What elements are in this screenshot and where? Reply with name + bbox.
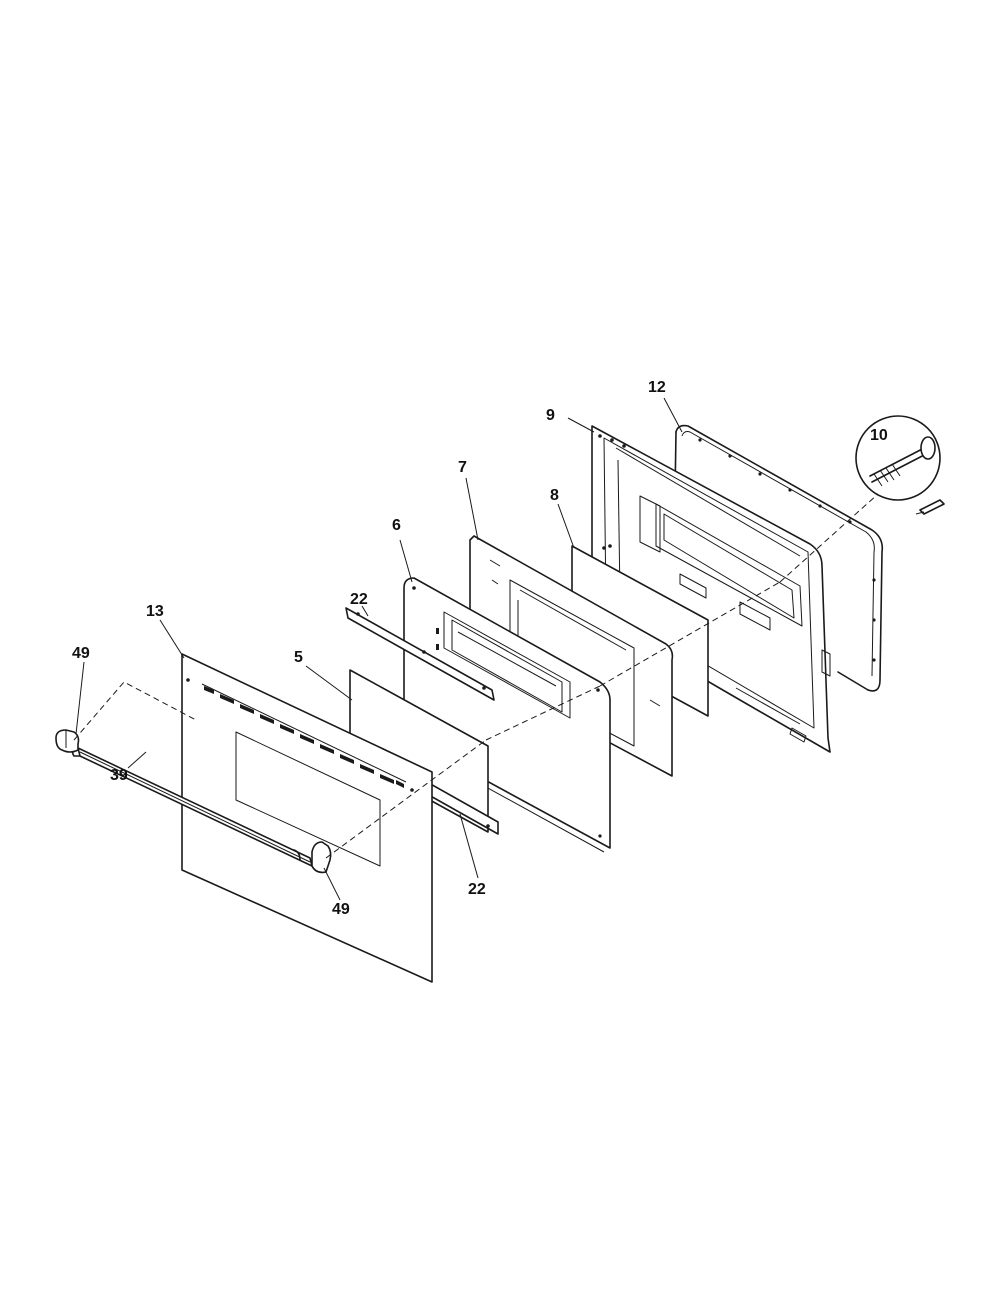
callout-10: 10 (870, 427, 888, 444)
callout-labels: 5 6 7 8 9 10 12 13 22 22 39 49 49 (72, 379, 888, 918)
part-5-door-glass (349, 669, 489, 833)
callout-7: 7 (458, 459, 467, 476)
callout-39: 39 (110, 767, 128, 784)
callout-8: 8 (550, 487, 559, 504)
callout-12: 12 (648, 379, 666, 396)
part-10-screw-detail (855, 415, 945, 515)
part-22-upper-bracket (345, 607, 495, 701)
callout-49-upper: 49 (72, 645, 90, 662)
part-49-end-cap-left (55, 729, 80, 753)
callout-5: 5 (294, 649, 303, 666)
callout-6: 6 (392, 517, 401, 534)
callout-49-lower: 49 (332, 901, 350, 918)
callout-22-upper: 22 (350, 591, 368, 608)
part-49-end-cap-right (311, 841, 332, 874)
alignment-lines (73, 493, 879, 859)
part-6-glass-pack-frame (403, 577, 611, 853)
callout-13: 13 (146, 603, 164, 620)
callout-22-lower: 22 (468, 881, 486, 898)
part-9-inner-door-liner (591, 425, 831, 753)
callout-9: 9 (546, 407, 555, 424)
callout-leaders (75, 397, 683, 901)
